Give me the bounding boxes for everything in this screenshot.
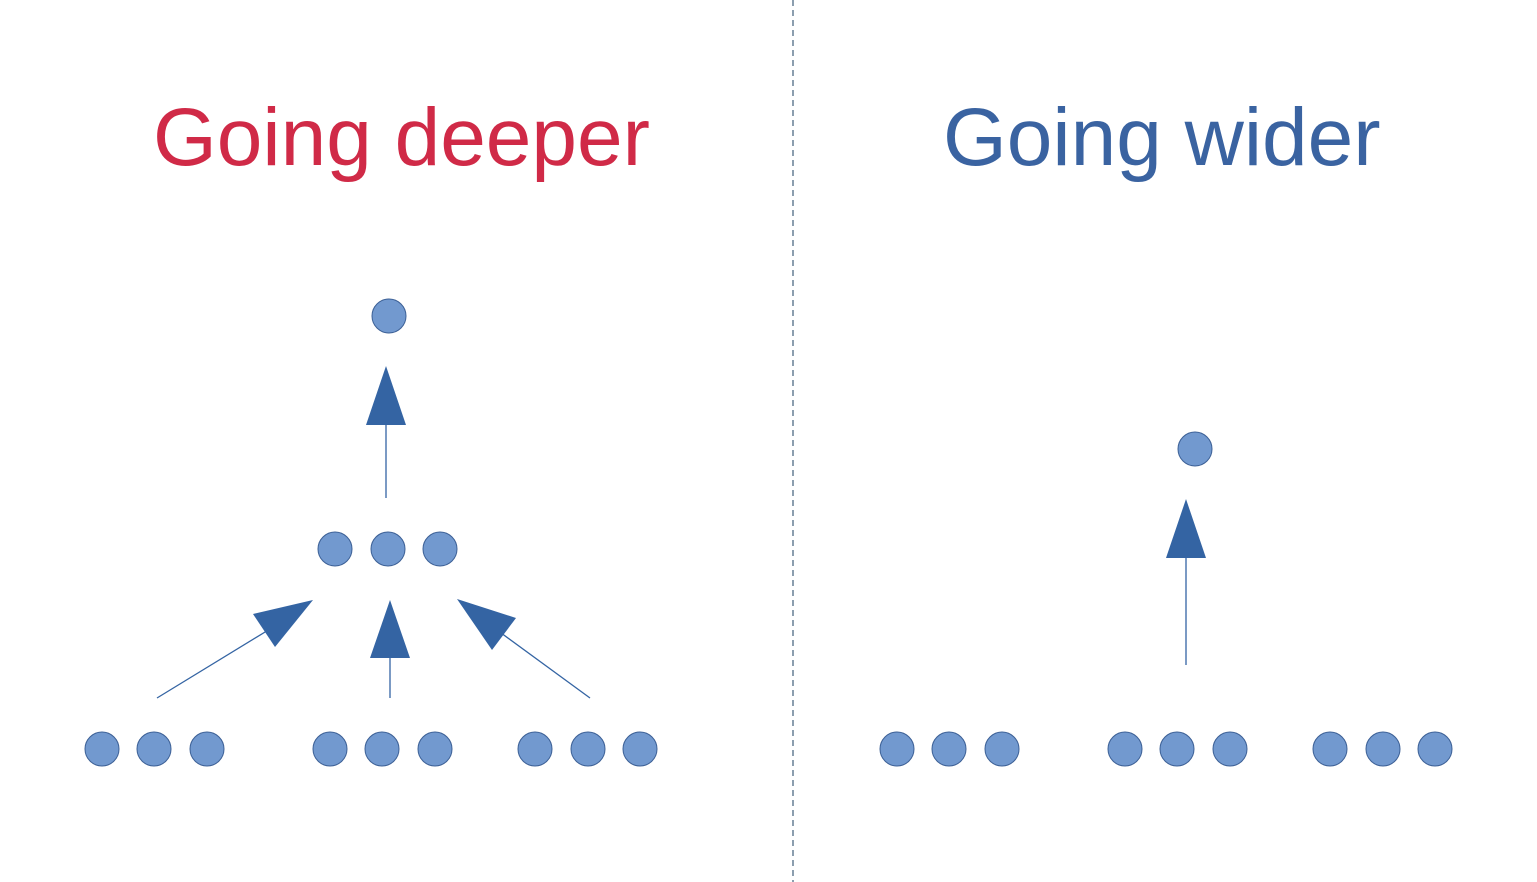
deeper-hidden-layer bbox=[317, 531, 458, 567]
deeper-input-node bbox=[312, 731, 348, 767]
deeper-input-group-2 bbox=[312, 731, 453, 767]
wider-input-node bbox=[1312, 731, 1348, 767]
wider-input-node bbox=[1212, 731, 1248, 767]
wider-input-node bbox=[984, 731, 1020, 767]
deeper-output-node bbox=[371, 298, 407, 334]
wider-input-node bbox=[879, 731, 915, 767]
going-deeper-title: Going deeper bbox=[153, 92, 650, 183]
deeper-arrow-center bbox=[370, 600, 410, 698]
wider-input-group-1 bbox=[879, 731, 1020, 767]
deeper-input-node bbox=[364, 731, 400, 767]
wider-input-node bbox=[1159, 731, 1195, 767]
wider-input-group-3 bbox=[1312, 731, 1453, 767]
deeper-input-node bbox=[136, 731, 172, 767]
deeper-input-node bbox=[84, 731, 120, 767]
wider-input-node bbox=[1365, 731, 1401, 767]
wider-input-node bbox=[1417, 731, 1453, 767]
deeper-input-node bbox=[417, 731, 453, 767]
deeper-hidden-node bbox=[422, 531, 458, 567]
going-wider-title: Going wider bbox=[943, 92, 1381, 183]
wider-arrow-input-to-output bbox=[1166, 499, 1206, 665]
deeper-arrow-right bbox=[457, 599, 591, 699]
deeper-input-node bbox=[189, 731, 225, 767]
wider-input-node bbox=[931, 731, 967, 767]
deeper-hidden-node bbox=[317, 531, 353, 567]
deeper-input-node bbox=[570, 731, 606, 767]
wider-output-node bbox=[1177, 431, 1213, 467]
wider-network bbox=[879, 431, 1453, 767]
deeper-input-node bbox=[622, 731, 658, 767]
deeper-input-group-1 bbox=[84, 731, 225, 767]
deeper-hidden-node bbox=[370, 531, 406, 567]
deeper-arrow-left bbox=[156, 600, 313, 699]
wider-input-node bbox=[1107, 731, 1143, 767]
wider-input-group-2 bbox=[1107, 731, 1248, 767]
deeper-input-node bbox=[517, 731, 553, 767]
deeper-input-group-3 bbox=[517, 731, 658, 767]
deeper-network bbox=[84, 298, 658, 767]
deeper-arrow-hidden-to-output bbox=[366, 366, 406, 498]
